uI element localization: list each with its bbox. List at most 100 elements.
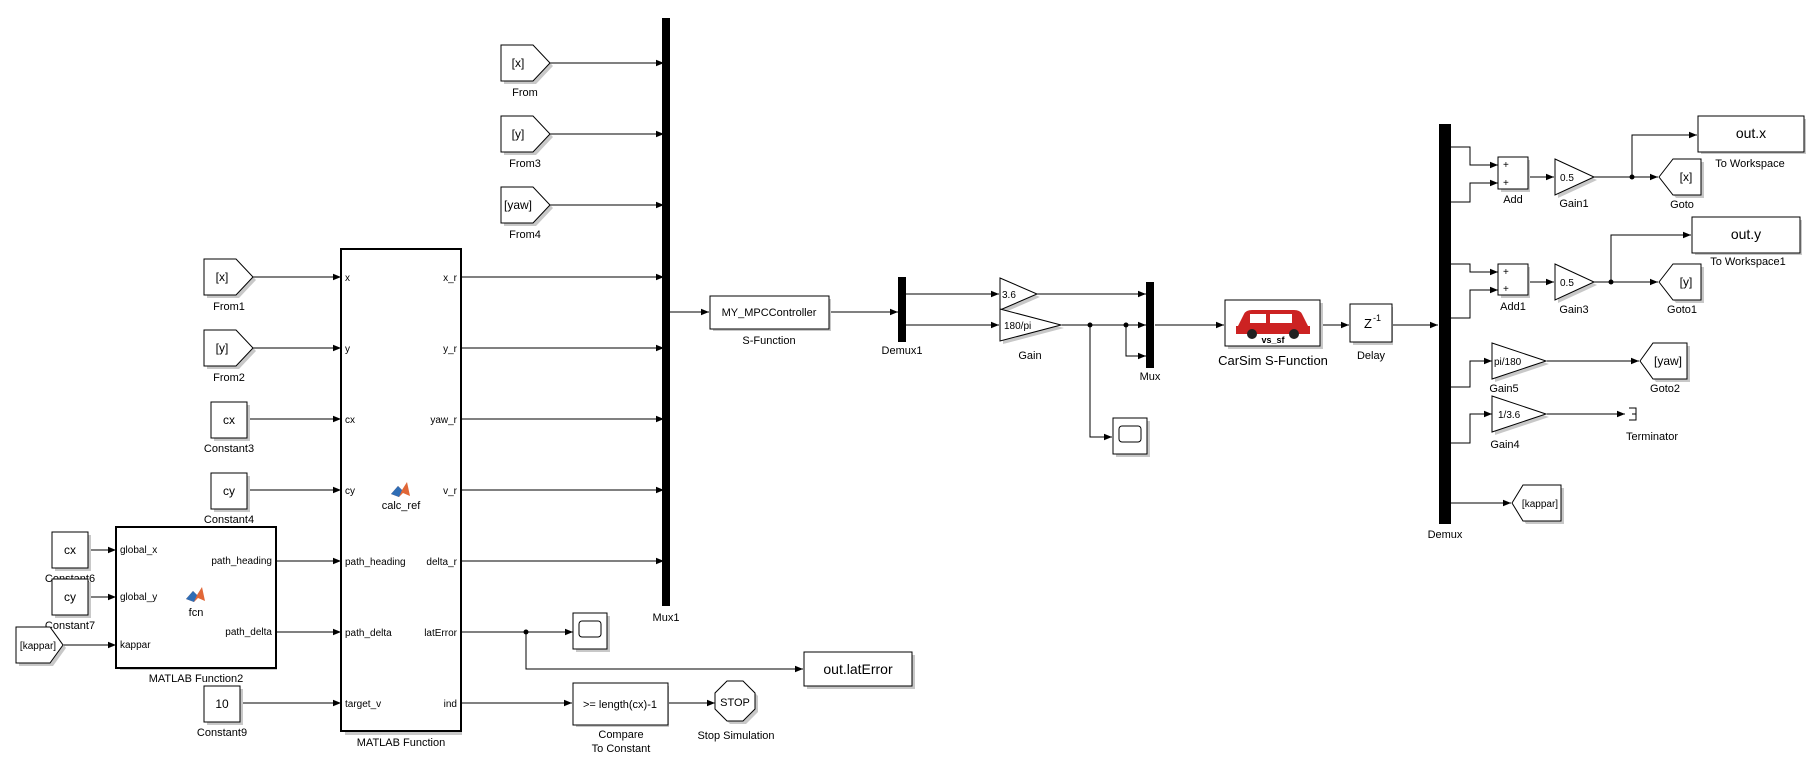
gain4-block[interactable]: 1/3.6 Gain4	[1490, 395, 1549, 451]
delay-label: Delay	[1357, 350, 1386, 362]
add-sign2: +	[1503, 178, 1509, 189]
goto1-tag: [y]	[1680, 275, 1693, 289]
delay-exponent: -1	[1373, 313, 1381, 323]
signal-lines	[62, 59, 1697, 707]
gain-block[interactable]: 180/pi Gain	[999, 308, 1064, 362]
mf-port-out3: yaw_r	[430, 415, 457, 426]
mf2-port-out2: path_delta	[225, 627, 272, 638]
gain1-label: Gain1	[1559, 198, 1588, 210]
carsim-label: CarSim S-Function	[1218, 353, 1328, 368]
gain-3p6-value: 3.6	[1002, 290, 1016, 301]
mux-block[interactable]: Mux	[1140, 282, 1161, 383]
car-icon	[1236, 310, 1310, 339]
goto2-block[interactable]: [yaw] Goto2	[1639, 342, 1690, 395]
constant3-block[interactable]: cx Constant3	[204, 401, 254, 455]
terminator-block[interactable]: Terminator	[1626, 407, 1678, 443]
stop-label: Stop Simulation	[697, 730, 774, 742]
to-workspace-variable: out.x	[1736, 125, 1766, 141]
goto-label: Goto	[1670, 199, 1694, 211]
scope-block[interactable]	[572, 612, 610, 652]
gain-3p6-block[interactable]: 3.6	[999, 277, 1040, 313]
matlab-logo-icon	[186, 587, 205, 602]
goto-tag: [x]	[1680, 170, 1693, 184]
add1-sign2: +	[1503, 284, 1509, 295]
to-workspace-block[interactable]: out.x To Workspace	[1697, 115, 1806, 170]
mf-port-out4: v_r	[443, 486, 458, 497]
constant9-label: Constant9	[197, 727, 247, 739]
add1-block[interactable]: + + Add1	[1497, 263, 1530, 313]
constant9-value: 10	[215, 697, 229, 711]
mf-port-out1: x_r	[443, 273, 458, 284]
constant6-block[interactable]: cx Constant6	[45, 531, 95, 585]
matlab-function2-block[interactable]: global_x global_y kappar path_heading pa…	[115, 526, 277, 685]
mf-port-in2: y	[345, 344, 350, 355]
to-workspace-laterror-block[interactable]: out.latError	[803, 651, 915, 689]
demux-block[interactable]: Demux	[1428, 124, 1463, 541]
constant4-label: Constant4	[204, 514, 254, 526]
demux1-block[interactable]: Demux1	[882, 277, 923, 357]
from3-block[interactable]: [y] From3	[500, 115, 553, 170]
compare-expression: >= length(cx)-1	[583, 699, 657, 711]
from2-label: From2	[213, 372, 245, 384]
mf2-label: MATLAB Function2	[149, 673, 244, 685]
mf-port-in4: cy	[345, 486, 355, 497]
from4-block[interactable]: [yaw] From4	[500, 186, 553, 241]
add1-label: Add1	[1500, 301, 1526, 313]
mux1-block[interactable]: Mux1	[653, 18, 680, 624]
add-label: Add	[1503, 194, 1523, 206]
gain5-block[interactable]: pi/180 Gain5	[1489, 342, 1549, 395]
from-label: From	[512, 87, 538, 99]
constant3-value: cx	[223, 413, 235, 427]
constant9-block[interactable]: 10 Constant9	[197, 685, 247, 739]
constant7-block[interactable]: cy Constant7	[45, 578, 95, 632]
s-function-block[interactable]: MY_MPCController S-Function	[709, 295, 831, 347]
mf2-port-in2: global_y	[120, 592, 157, 603]
from-block[interactable]: [x] From	[500, 44, 553, 99]
mf2-port-in3: kappar	[120, 640, 151, 651]
goto-block[interactable]: [x] Goto	[1658, 158, 1704, 211]
add1-sign1: +	[1503, 267, 1509, 278]
from4-tag: [yaw]	[504, 198, 532, 212]
stop-simulation-block[interactable]: STOP Stop Simulation	[697, 680, 775, 742]
to-workspace1-block[interactable]: out.y To Workspace1	[1691, 216, 1802, 268]
from1-block[interactable]: [x] From1	[203, 258, 256, 313]
gain1-block[interactable]: 0.5 Gain1	[1554, 158, 1597, 210]
mf-port-in3: cx	[345, 415, 355, 426]
from-kappar-tag: [kappar]	[20, 641, 56, 652]
compare-label-line2: To Constant	[592, 743, 651, 755]
matlab-function-block[interactable]: x y cx cy path_heading path_delta target…	[340, 248, 462, 749]
goto-kappar-block[interactable]: [kappar]	[1511, 484, 1564, 524]
mf-port-in5: path_heading	[345, 557, 406, 568]
from2-block[interactable]: [y] From2	[203, 329, 256, 384]
goto1-label: Goto1	[1667, 304, 1697, 316]
constant7-label: Constant7	[45, 620, 95, 632]
add-block[interactable]: + + Add	[1497, 156, 1530, 206]
add-sign1: +	[1503, 160, 1509, 171]
from-kappar-block[interactable]: [kappar]	[15, 626, 66, 666]
from3-label: From3	[509, 158, 541, 170]
gain-value: 180/pi	[1004, 321, 1031, 332]
mf2-function-name: fcn	[189, 607, 204, 619]
goto1-block[interactable]: [y] Goto1	[1658, 263, 1704, 316]
from1-label: From1	[213, 301, 245, 313]
mf-label: MATLAB Function	[357, 737, 445, 749]
stop-text: STOP	[720, 697, 750, 709]
mf-port-in6: path_delta	[345, 628, 392, 639]
terminator-label: Terminator	[1626, 431, 1678, 443]
gain3-block[interactable]: 0.5 Gain3	[1554, 263, 1597, 316]
terminator-icon	[1629, 407, 1637, 421]
constant3-label: Constant3	[204, 443, 254, 455]
constant4-block[interactable]: cy Constant4	[204, 472, 254, 526]
scope-block[interactable]	[1112, 417, 1150, 457]
compare-to-constant-block[interactable]: >= length(cx)-1 Compare To Constant	[572, 682, 669, 755]
delay-block[interactable]: Z -1 Delay	[1349, 303, 1393, 362]
mf-port-out6: latError	[424, 628, 457, 639]
carsim-s-function-block[interactable]: vs_sf CarSim S-Function	[1218, 299, 1328, 368]
goto2-tag: [yaw]	[1654, 354, 1682, 368]
mf-port-out2: y_r	[443, 344, 458, 355]
gain4-value: 1/3.6	[1498, 410, 1521, 421]
goto-kappar-tag: [kappar]	[1522, 499, 1558, 510]
scope-icon	[1118, 425, 1142, 443]
mux1-label: Mux1	[653, 612, 680, 624]
